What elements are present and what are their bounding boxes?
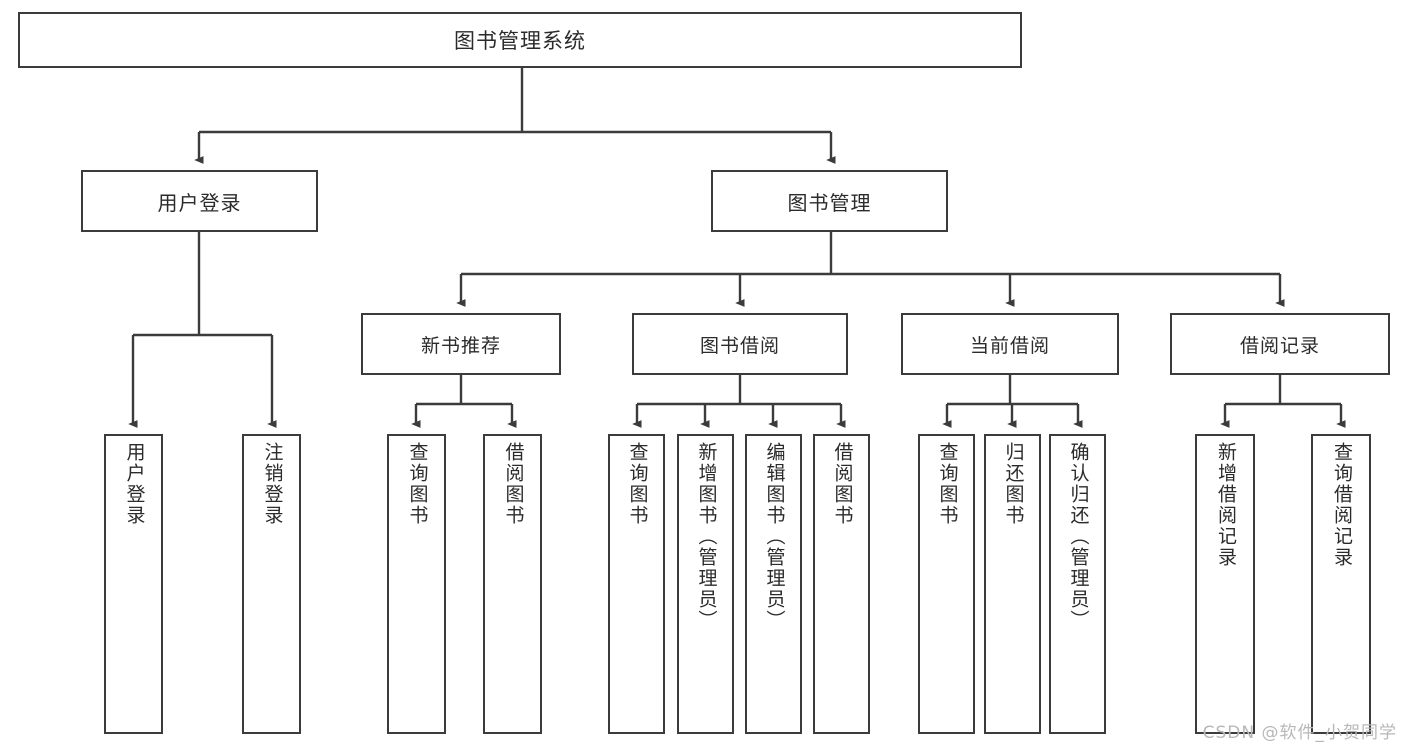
node-user-login-label: 用户登录 (157, 190, 242, 215)
leaf-borrow-borrow-book[interactable]: 借阅图书 (813, 434, 870, 734)
leaf-borrow-query-book[interactable]: 查询图书 (608, 434, 665, 734)
leaf-borrow-add-book[interactable]: 新增图书（管理员） (677, 434, 734, 734)
leaf-current-query-book-label: 查询图书 (936, 442, 959, 526)
leaf-current-return-book[interactable]: 归还图书 (984, 434, 1041, 734)
node-borrow-record[interactable]: 借阅记录 (1170, 313, 1390, 375)
leaf-borrow-edit-book-label: 编辑图书（管理员） (763, 442, 786, 631)
node-root[interactable]: 图书管理系统 (18, 12, 1022, 68)
node-new-book-recommend[interactable]: 新书推荐 (361, 313, 561, 375)
leaf-user-login-logout[interactable]: 注销登录 (242, 434, 301, 734)
leaf-current-confirm-return-label: 确认归还（管理员） (1067, 442, 1090, 631)
leaf-recommend-query-book[interactable]: 查询图书 (387, 434, 446, 734)
leaf-borrow-query-book-label: 查询图书 (626, 442, 649, 526)
node-book-borrow-label: 图书借阅 (699, 334, 780, 357)
node-user-login[interactable]: 用户登录 (81, 170, 318, 232)
csdn-watermark: CSDN @软件_小贺同学 (1202, 723, 1397, 743)
leaf-record-query-record-label: 查询借阅记录 (1330, 442, 1353, 568)
leaf-user-login-login-label: 用户登录 (123, 442, 146, 526)
node-root-label: 图书管理系统 (454, 29, 586, 53)
leaf-user-login-logout-label: 注销登录 (261, 442, 284, 526)
node-current-borrow-label: 当前借阅 (969, 334, 1050, 357)
node-book-management-label: 图书管理 (787, 190, 872, 215)
leaf-current-return-book-label: 归还图书 (1002, 442, 1025, 526)
node-current-borrow[interactable]: 当前借阅 (901, 313, 1119, 375)
leaf-recommend-query-book-label: 查询图书 (406, 442, 429, 526)
leaf-recommend-borrow-book[interactable]: 借阅图书 (483, 434, 542, 734)
leaf-borrow-borrow-book-label: 借阅图书 (831, 442, 854, 526)
leaf-record-add-record-label: 新增借阅记录 (1214, 442, 1237, 568)
node-new-book-recommend-label: 新书推荐 (420, 334, 501, 357)
leaf-borrow-add-book-label: 新增图书（管理员） (695, 442, 718, 631)
leaf-recommend-borrow-book-label: 借阅图书 (502, 442, 525, 526)
node-borrow-record-label: 借阅记录 (1239, 334, 1320, 357)
leaf-borrow-edit-book[interactable]: 编辑图书（管理员） (745, 434, 802, 734)
leaf-current-confirm-return[interactable]: 确认归还（管理员） (1049, 434, 1106, 734)
leaf-current-query-book[interactable]: 查询图书 (918, 434, 975, 734)
node-book-borrow[interactable]: 图书借阅 (632, 313, 848, 375)
node-book-management[interactable]: 图书管理 (711, 170, 948, 232)
leaf-record-add-record[interactable]: 新增借阅记录 (1195, 434, 1255, 734)
leaf-user-login-login[interactable]: 用户登录 (104, 434, 163, 734)
leaf-record-query-record[interactable]: 查询借阅记录 (1311, 434, 1371, 734)
